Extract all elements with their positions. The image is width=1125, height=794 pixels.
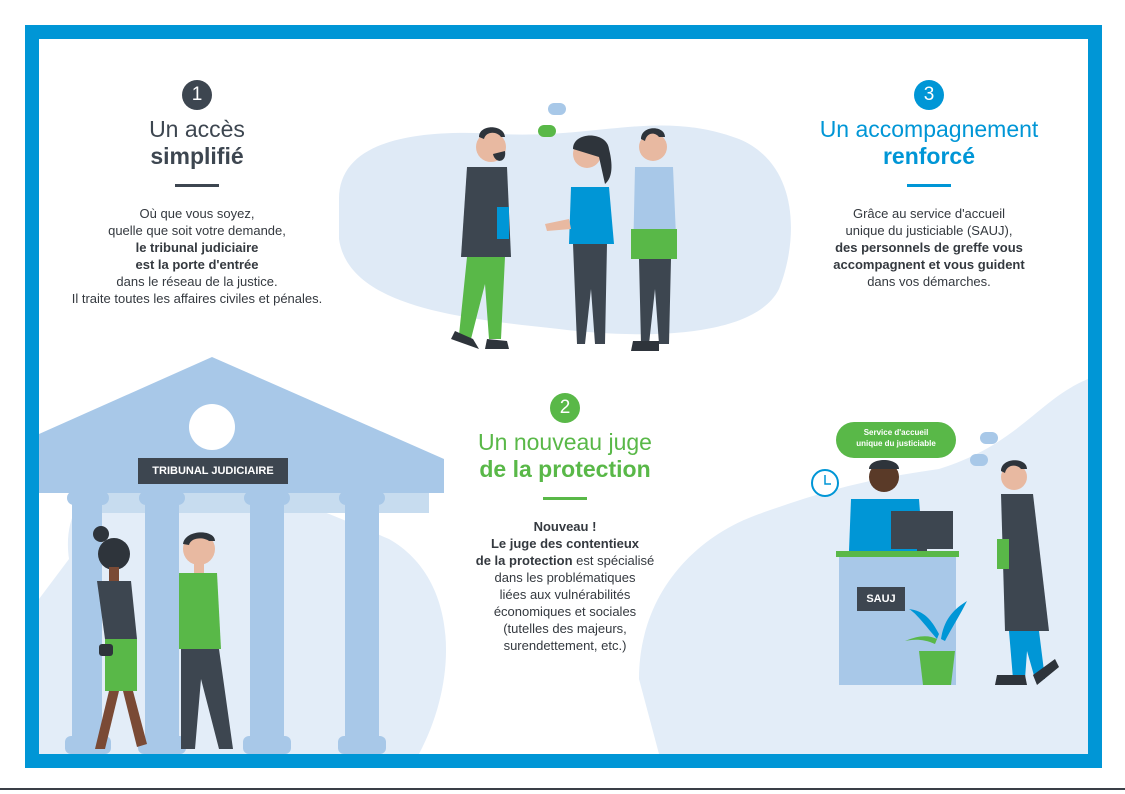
section3-line: des personnels de greffe vous	[779, 239, 1079, 256]
section3-line: unique du justiciable (SAUJ),	[779, 222, 1079, 239]
sauj-bubble: Service d'accueil unique du justiciable	[836, 427, 956, 449]
section3-line-text: des personnels de greffe vous	[835, 240, 1023, 255]
section2-line: Le juge des contentieux	[440, 535, 690, 552]
page-edge-line	[0, 788, 1125, 790]
section2-line-text: Le juge des contentieux	[490, 536, 640, 551]
section3-body: Grâce au service d'accueil unique du jus…	[779, 205, 1079, 290]
section2-line: économiques et sociales	[440, 603, 690, 620]
section-protection-judge: 2 Un nouveau juge de la protection Nouve…	[440, 393, 690, 654]
section1-line-text: le tribunal judiciaire	[135, 240, 259, 255]
section1-line-text: Il traite toutes les affaires civiles et…	[71, 291, 323, 306]
section2-line-rest: est spécialisé	[572, 553, 655, 568]
section1-line: dans le réseau de la justice.	[39, 273, 355, 290]
section1-divider	[175, 184, 219, 187]
courthouse-illustration	[39, 357, 444, 754]
page-frame: TRIBUNAL JUDICIAIRE Service d'accueil un…	[25, 25, 1102, 768]
section2-line-text: surendettement, etc.)	[503, 638, 627, 653]
section2-line: liées aux vulnérabilités	[440, 586, 690, 603]
section1-line: Où que vous soyez,	[39, 205, 355, 222]
section3-line-text: accompagnent et vous guident	[833, 257, 1025, 272]
section2-body: Nouveau ! Le juge des contentieux de la …	[440, 518, 690, 654]
section2-line-text: dans les problématiques	[494, 570, 636, 585]
section3-line: accompagnent et vous guident	[779, 256, 1079, 273]
man-walking-figure	[179, 532, 233, 749]
section2-line: surendettement, etc.)	[440, 637, 690, 654]
conversation-blob	[339, 125, 791, 335]
section2-line-text: liées aux vulnérabilités	[499, 587, 631, 602]
section3-title-line2: renforcé	[882, 143, 976, 169]
section2-line-text: économiques et sociales	[493, 604, 637, 619]
section2-number: 2	[550, 393, 580, 423]
section1-line-text: quelle que soit votre demande,	[108, 223, 286, 238]
section2-title-line1: Un nouveau juge	[478, 429, 652, 455]
illustrations	[39, 103, 1088, 754]
section3-line: Grâce au service d'accueil	[779, 205, 1079, 222]
section3-line-text: dans vos démarches.	[867, 274, 991, 289]
section-access: 1 Un accès simplifié Où que vous soyez, …	[39, 80, 355, 307]
section3-title-line1: Un accompagnement	[819, 116, 1039, 142]
sauj-bubble-line1: Service d'accueil	[863, 428, 929, 437]
section3-line: dans vos démarches.	[779, 273, 1079, 290]
section3-number: 3	[914, 80, 944, 110]
section1-line-text: dans le réseau de la justice.	[116, 274, 278, 289]
section2-divider	[543, 497, 587, 500]
sauj-desk-sign: SAUJ	[866, 593, 896, 605]
section1-title-line1: Un accès	[149, 116, 245, 142]
section1-number: 1	[182, 80, 212, 110]
court-sign: TRIBUNAL JUDICIAIRE	[152, 465, 274, 477]
section2-line-text: Nouveau !	[533, 519, 597, 534]
page-content: TRIBUNAL JUDICIAIRE Service d'accueil un…	[39, 39, 1088, 754]
section1-line: quelle que soit votre demande,	[39, 222, 355, 239]
section2-line: (tutelles des majeurs,	[440, 620, 690, 637]
section1-title-line2: simplifié	[150, 143, 244, 169]
section1-line-text: Où que vous soyez,	[139, 206, 255, 221]
court-blob	[39, 467, 447, 754]
section2-line: de la protection est spécialisé	[440, 552, 690, 569]
section2-line-bold: de la protection	[475, 553, 573, 568]
woman-walking-figure	[93, 526, 147, 749]
section1-line-text: est la porte d'entrée	[135, 257, 259, 272]
sauj-bubble-line2: unique du justiciable	[856, 439, 936, 448]
section2-title-line2: de la protection	[479, 456, 651, 482]
section1-line: est la porte d'entrée	[39, 256, 355, 273]
section2-line: Nouveau !	[440, 518, 690, 535]
section1-body: Où que vous soyez, quelle que soit votre…	[39, 205, 355, 307]
section3-divider	[907, 184, 951, 187]
section1-line: le tribunal judiciaire	[39, 239, 355, 256]
conversation-figures	[451, 103, 677, 351]
section-support: 3 Un accompagnement renforcé Grâce au se…	[779, 80, 1079, 290]
section3-line-text: unique du justiciable (SAUJ),	[845, 223, 1013, 238]
section2-line: dans les problématiques	[440, 569, 690, 586]
sauj-desk-scene	[811, 422, 1059, 685]
section2-line-text: (tutelles des majeurs,	[503, 621, 627, 636]
section3-line-text: Grâce au service d'accueil	[852, 206, 1006, 221]
section1-line: Il traite toutes les affaires civiles et…	[39, 290, 355, 307]
